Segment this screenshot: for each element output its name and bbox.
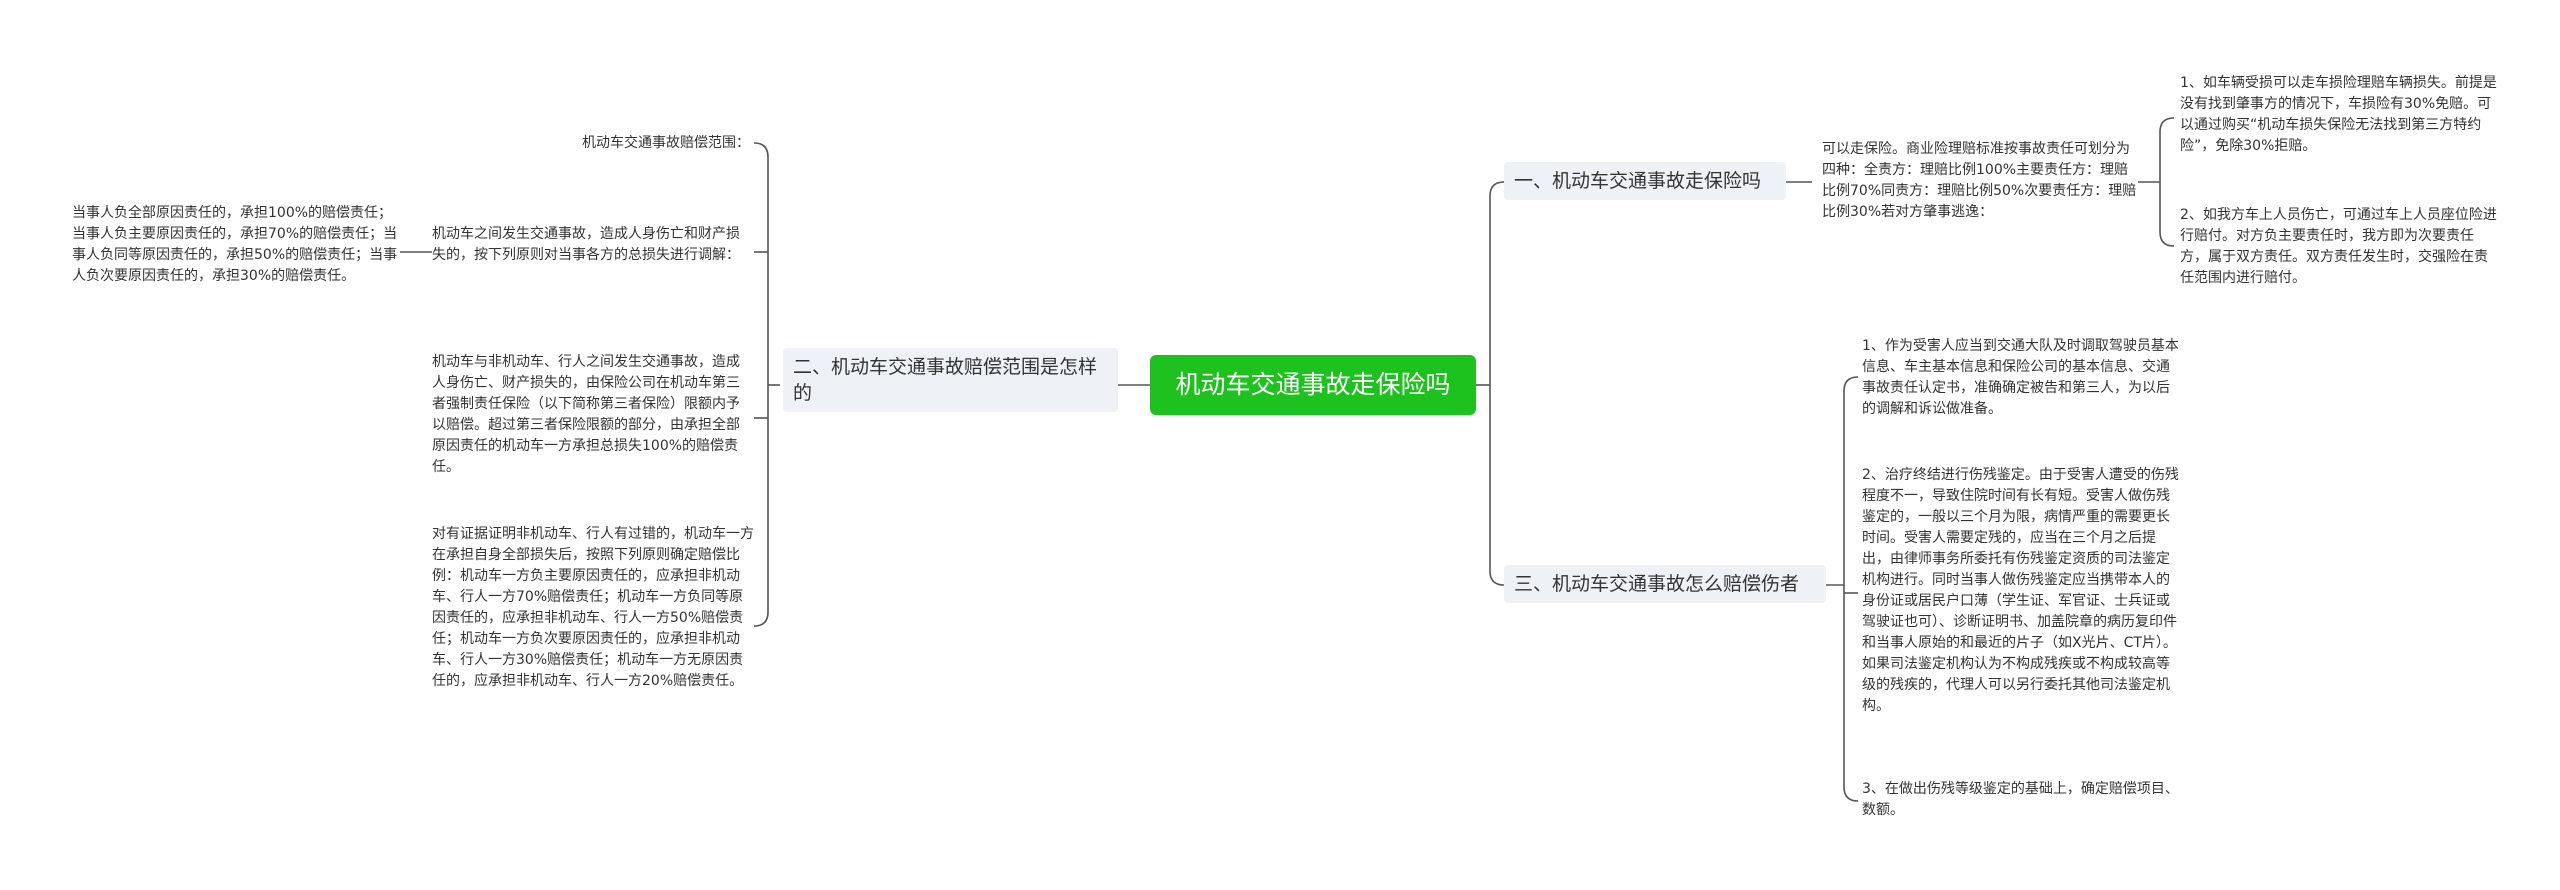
leaf-motor-vs-motor-detail: 当事人负全部原因责任的，承担100%的赔偿责任；当事人负主要原因责任的，承担70… xyxy=(72,205,398,284)
connector xyxy=(2159,117,2175,247)
leaf-injury-item-3: 3、在做出伤残等级鉴定的基础上，确定赔偿项目、数额。 xyxy=(1862,781,2179,818)
connector xyxy=(753,142,769,627)
leaf-injury-item-1: 1、作为受害人应当到交通大队及时调取驾驶员基本信息、车主基本信息和保险公司的基本… xyxy=(1862,338,2179,417)
leaf-insurance-item-2: 2、如我方车上人员伤亡，可通过车上人员座位险进行赔付。对方负主要责任时，我方即为… xyxy=(2180,207,2497,286)
leaf-motor-vs-nonmotor: 机动车与非机动车、行人之间发生交通事故，造成人身伤亡、财产损失的，由保险公司在机… xyxy=(432,354,740,475)
branch-compensation-scope[interactable]: 二、机动车交通事故赔偿范围是怎样的 xyxy=(783,348,1118,412)
leaf-insurance-detail: 可以走保险。商业险理赔标准按事故责任可划分为四种：全责方：理赔比例100%主要责… xyxy=(1822,141,2137,220)
branch-insurance-question[interactable]: 一、机动车交通事故走保险吗 xyxy=(1504,162,1786,200)
root-topic[interactable]: 机动车交通事故走保险吗 xyxy=(1150,355,1476,415)
connector xyxy=(1843,376,1859,802)
connector xyxy=(1489,385,1505,586)
connector xyxy=(1489,181,1505,385)
leaf-insurance-item-1: 1、如车辆受损可以走车损险理赔车辆损失。前提是没有找到肇事方的情况下，车损险有3… xyxy=(2180,75,2497,154)
leaf-motor-vs-motor: 机动车之间发生交通事故，造成人身伤亡和财产损失的，按下列原则对当事各方的总损失进… xyxy=(432,226,740,263)
leaf-evidence-case: 对有证据证明非机动车、行人有过错的，机动车一方在承担自身全部损失后，按照下列原则… xyxy=(432,526,754,689)
branch-injury-compensation[interactable]: 三、机动车交通事故怎么赔偿伤者 xyxy=(1504,565,1826,603)
leaf-range-title: 机动车交通事故赔偿范围： xyxy=(582,135,750,151)
leaf-injury-item-2: 2、治疗终结进行伤残鉴定。由于受害人遭受的伤残程度不一，导致住院时间有长有短。受… xyxy=(1862,467,2179,714)
